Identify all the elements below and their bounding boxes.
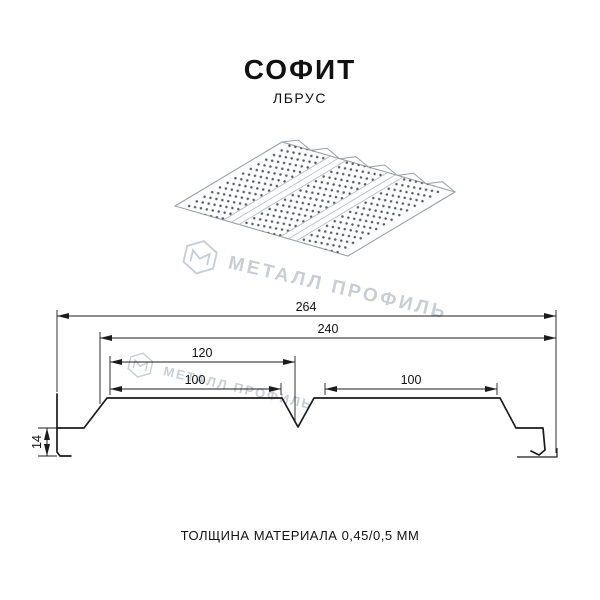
profile-line <box>56 393 546 457</box>
extension-lines <box>38 310 557 457</box>
dim-flat-left-label: 100 <box>185 373 206 387</box>
dimension-lines <box>44 313 556 456</box>
cross-section-profile <box>56 393 558 458</box>
material-thickness-note: ТОЛЩИНА МАТЕРИАЛА 0,45/0,5 ММ <box>180 528 420 543</box>
panel-edge-zigzag <box>281 139 456 193</box>
dimension-labels: 264 240 120 100 100 14 <box>30 300 421 449</box>
profile-lock-line <box>517 448 558 458</box>
product-subtitle: ЛБРУС <box>273 90 327 106</box>
product-title: СОФИТ <box>243 54 357 85</box>
dim-half-width-label: 120 <box>192 346 213 360</box>
groove-lines <box>223 155 404 242</box>
perforated-strip <box>239 160 388 237</box>
perforated-strip <box>296 177 447 254</box>
perforated-strip <box>181 144 331 220</box>
dim-cover-width-label: 240 <box>318 322 339 336</box>
dim-height-label: 14 <box>30 435 44 449</box>
dim-flat-right-label: 100 <box>401 373 422 387</box>
dim-overall-width-label: 264 <box>296 300 317 314</box>
panel-3d-view <box>173 139 457 257</box>
